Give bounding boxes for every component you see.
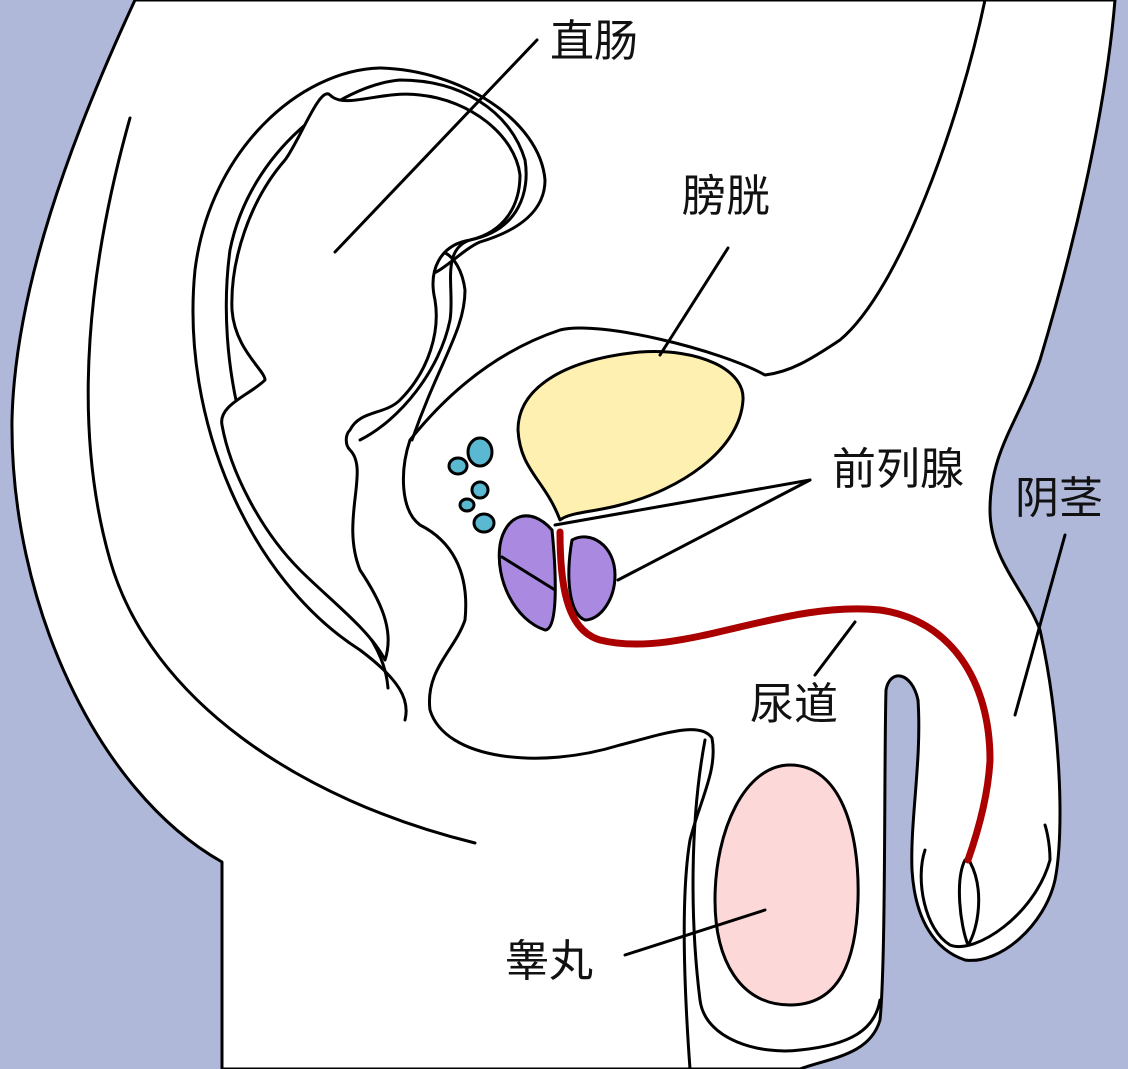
leader-prostate-1 — [553, 478, 812, 527]
pelvic-outline — [401, 0, 987, 1069]
glans — [919, 823, 1052, 948]
label-rectum: 直肠 — [550, 16, 638, 67]
leader-prostate-2 — [616, 478, 812, 582]
label-testis: 睾丸 — [505, 936, 593, 987]
rectum-lumen — [220, 92, 522, 662]
leader-rectum — [333, 38, 539, 254]
prostate-right — [567, 535, 617, 622]
label-prostate: 前列腺 — [832, 444, 964, 495]
leader-urethra — [813, 620, 857, 677]
label-bladder: 膀胱 — [682, 171, 770, 222]
seminal-vesicles — [447, 436, 496, 534]
testis — [713, 763, 860, 1007]
leader-testis — [623, 908, 767, 957]
spine-line — [86, 116, 477, 845]
leader-penis — [1013, 533, 1067, 717]
urethra — [556, 528, 994, 864]
leader-bladder — [658, 246, 730, 357]
label-urethra: 尿道 — [750, 679, 838, 730]
bladder — [516, 350, 745, 522]
label-penis: 阴茎 — [1015, 473, 1103, 524]
